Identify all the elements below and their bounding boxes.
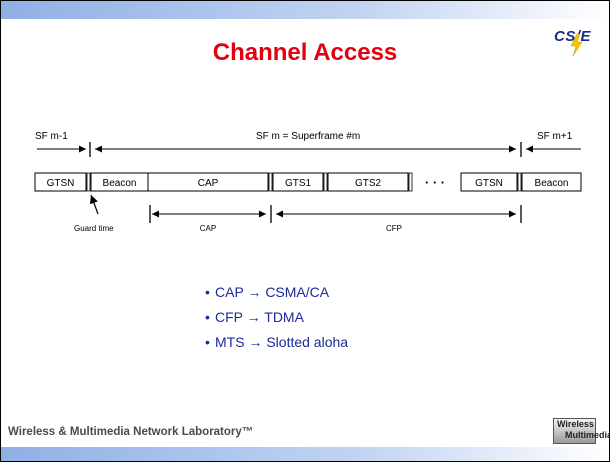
bullet-item: • MTS → Slotted aloha (205, 334, 348, 359)
bullet-dot-icon: • (205, 284, 210, 300)
box-gtsn-2 (460, 172, 518, 192)
superframe-diagram: SF m-1 SF m = Superframe #m SF m+1 GTSN … (34, 131, 582, 233)
label-sf-prev: SF m-1 (35, 131, 68, 142)
box-label-beacon-2: Beacon (535, 178, 569, 189)
box-guard-1 (86, 172, 91, 192)
box-guard-5 (517, 172, 522, 192)
bullet-dot-icon: • (205, 334, 210, 350)
slide-title: Channel Access (212, 39, 398, 66)
bullet-text: CFP → TDMA (215, 309, 304, 325)
footer-lab-name: Wireless & Multimedia Network Laboratory… (8, 426, 254, 438)
box-label-ellipsis: · · · (425, 175, 445, 190)
box-guard-4 (408, 172, 413, 192)
box-gts1 (272, 172, 324, 192)
bullet-item: • CFP → TDMA (205, 309, 348, 334)
box-label-beacon-1: Beacon (103, 178, 137, 189)
top-gradient-bar (1, 1, 609, 19)
cfp-label: CFP (386, 224, 402, 233)
box-label-gts1: GTS1 (285, 178, 312, 189)
bullet-dot-icon: • (205, 309, 210, 325)
bullet-list: • CAP → CSMA/CA • CFP → TDMA • MTS → Slotte… (205, 284, 348, 359)
label-sf-next: SF m+1 (537, 131, 573, 142)
bullet-text: MTS → Slotted aloha (215, 334, 349, 350)
box-label-cap: CAP (198, 178, 219, 189)
label-sf-current: SF m = Superframe #m (256, 131, 360, 142)
guard-time-arrow (89, 194, 99, 215)
wireless-multimedia-logo: Wireless Multimedia (553, 418, 610, 444)
box-guard-3 (323, 172, 328, 192)
box-gts2 (327, 172, 409, 192)
bullet-text: CAP → CSMA/CA (215, 284, 330, 300)
cap-label: CAP (200, 224, 216, 233)
guard-time-label: Guard time (74, 224, 114, 233)
lightning-bolt-icon (570, 34, 583, 56)
box-label-gtsn-1: GTSN (47, 178, 75, 189)
bottom-gradient-bar (1, 447, 609, 461)
box-label-gtsn-2: GTSN (475, 178, 503, 189)
box-beacon-2 (521, 172, 582, 192)
bullet-item: • CAP → CSMA/CA (205, 284, 348, 309)
footer-logo-line-1: Wireless (557, 419, 594, 429)
box-label-gts2: GTS2 (355, 178, 382, 189)
box-guard-2 (268, 172, 273, 192)
cse-logo: CS/E (554, 28, 592, 45)
footer-logo-line-2: Multimedia (565, 430, 610, 440)
box-gtsn-1 (34, 172, 87, 192)
box-cap (147, 172, 269, 192)
